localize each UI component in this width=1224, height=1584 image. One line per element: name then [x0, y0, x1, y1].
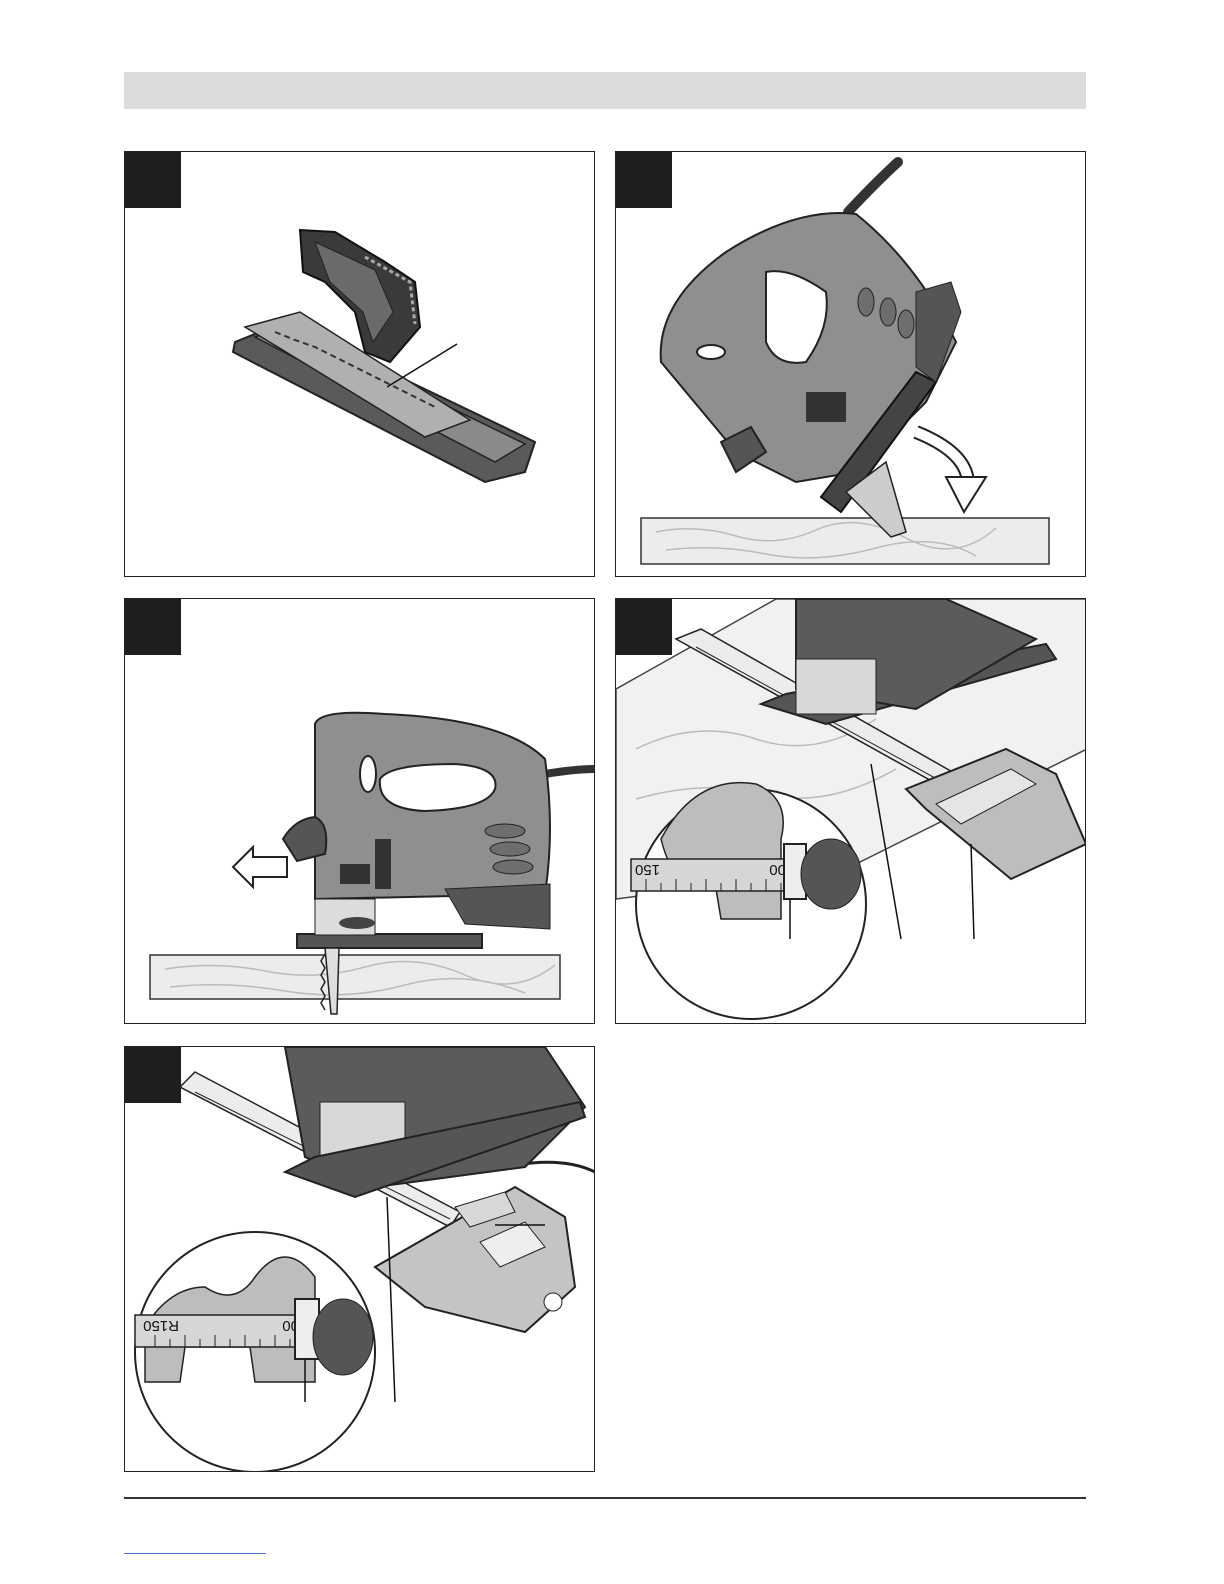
footer-divider: [124, 1497, 1086, 1499]
figure-panel-1: [124, 151, 595, 577]
footer-link-underline[interactable]: [124, 1552, 266, 1554]
figure-panel-5: R150 00: [124, 1046, 595, 1472]
tilted-jigsaw-illustration: [616, 152, 1086, 577]
figure-panel-4: 150 00: [615, 598, 1086, 1024]
parallel-guide-illustration: 150 00: [616, 599, 1086, 1024]
figure-panel-2: [615, 151, 1086, 577]
figure-panel-3: [124, 598, 595, 1024]
circle-guide-illustration: R150 00: [125, 1047, 595, 1472]
scale-label-150: 150: [635, 861, 660, 878]
scale-label-r150: R150: [143, 1317, 179, 1334]
section-header-bar: [124, 72, 1086, 109]
jigsaw-side-illustration: [125, 599, 595, 1024]
saw-blade-illustration: [125, 152, 595, 577]
